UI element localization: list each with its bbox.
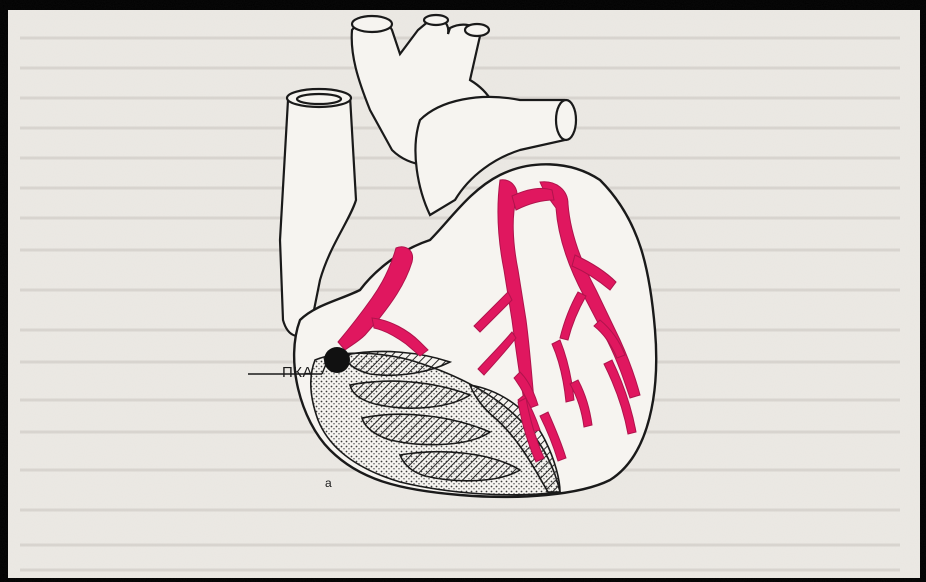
occlusion-marker-icon xyxy=(324,347,350,373)
panel-label: а xyxy=(325,476,332,490)
callout-label-pka: ПКА xyxy=(282,364,313,381)
